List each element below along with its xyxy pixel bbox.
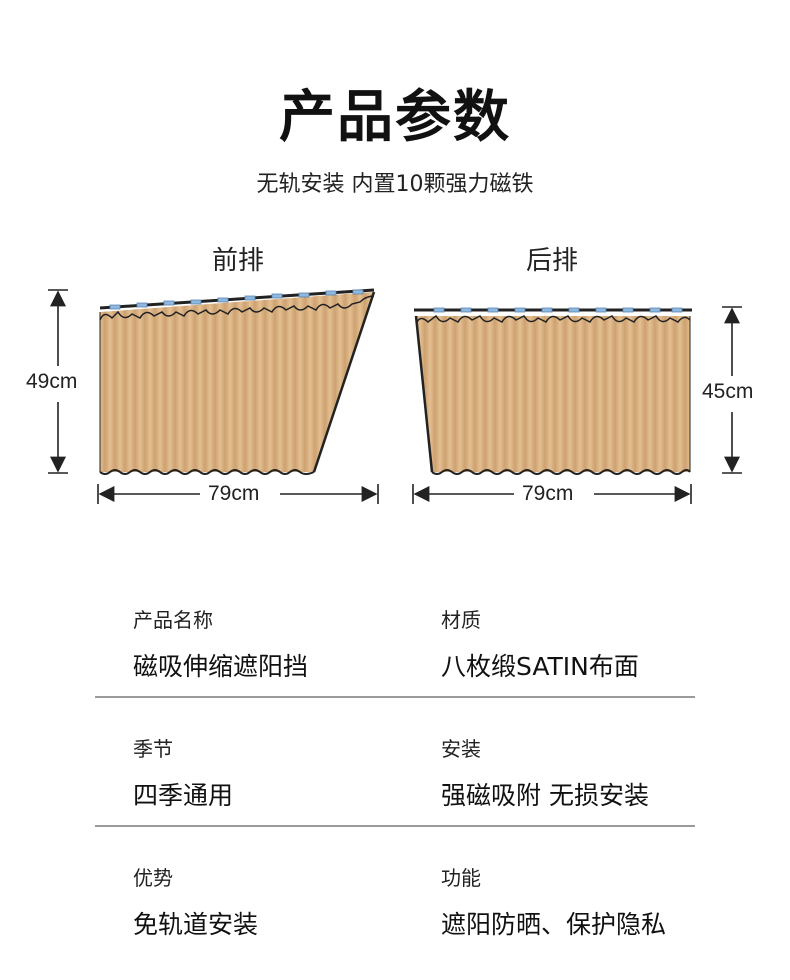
page-subtitle: 无轨安装 内置10颗强力磁铁 [256,172,534,197]
spec-value: 四季通用 [133,781,234,810]
spec-value: 遮阳防晒、保护隐私 [441,910,667,939]
spec-label: 优势 [133,866,173,890]
spec-divider [95,825,695,827]
front-row-label: 前排 [211,246,264,276]
rear-height-dimension: 45cm [702,380,754,403]
spec-item-advantage: 优势 免轨道安装 [133,862,258,941]
dimension-lines [48,289,742,504]
front-height-dimension: 49cm [26,370,78,393]
spec-item-installation: 安装 强磁吸附 无损安装 [441,733,649,812]
rear-row-label: 后排 [525,246,578,276]
front-shade-diagram [99,288,376,475]
spec-item-season: 季节 四季通用 [133,733,233,812]
spec-item-product-name: 产品名称 磁吸伸缩遮阳挡 [133,604,308,683]
spec-value: 强磁吸附 无损安装 [441,781,649,810]
page-title: 产品参数 [279,85,511,150]
spec-divider [95,696,695,698]
spec-label: 材质 [441,608,481,632]
spec-label: 功能 [441,866,481,890]
front-width-dimension: 79cm [204,482,264,506]
spec-label: 产品名称 [133,608,213,632]
rear-shade-diagram [414,307,692,475]
spec-label: 季节 [133,737,173,761]
rear-width-dimension: 79cm [518,482,578,506]
spec-label: 安装 [441,737,481,761]
spec-item-material: 材质 八枚缎SATIN布面 [441,604,639,683]
dimension-diagrams [48,288,742,504]
spec-value: 八枚缎SATIN布面 [441,652,639,681]
spec-value: 免轨道安装 [133,910,259,939]
spec-item-function: 功能 遮阳防晒、保护隐私 [441,862,666,941]
spec-value: 磁吸伸缩遮阳挡 [133,652,309,681]
